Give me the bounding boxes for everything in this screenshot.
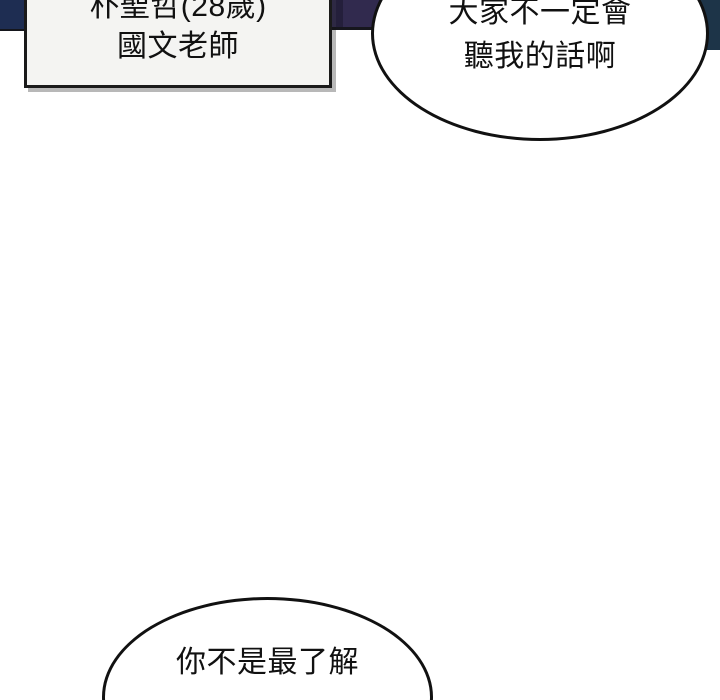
character-name-box: 朴聖哲(28歲) 國文老師 [24,0,332,88]
speech-bubble-bottom: 你不是最了解 [102,597,433,700]
character-name-text: 朴聖哲(28歲) [89,0,267,23]
background-block-navy-left [0,0,26,31]
character-role-text: 國文老師 [117,30,239,63]
speech-bubble-bottom-line-1: 你不是最了解 [176,646,359,679]
speech-bubble-top-line-1: 大家不一定會 [448,0,632,29]
speech-bubble-top-line-2: 聽我的話啊 [463,40,617,73]
speech-bubble-top: 大家不一定會 聽我的話啊 [371,0,709,141]
